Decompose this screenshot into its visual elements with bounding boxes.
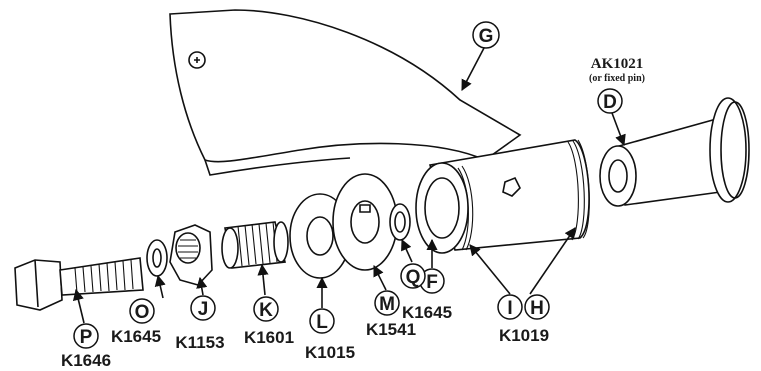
- callout-i-label: I: [507, 298, 512, 319]
- spindle-housing: [415, 139, 590, 254]
- part-note-fixed-pin: (or fixed pin): [589, 73, 645, 84]
- o-ring-q: [389, 203, 411, 241]
- callout-o-label: O: [135, 302, 150, 323]
- callout-q: Q: [400, 263, 426, 289]
- callout-l: L: [309, 308, 335, 334]
- washer-o: [146, 239, 168, 277]
- callout-g: G: [472, 21, 500, 49]
- callout-j-label: J: [198, 299, 209, 320]
- castle-nut: [169, 224, 213, 286]
- callout-o: O: [129, 298, 155, 324]
- callout-m-label: M: [379, 294, 395, 315]
- callout-d: D: [597, 88, 623, 114]
- part-number-k: K1601: [244, 328, 294, 347]
- threaded-bushing: [221, 221, 289, 269]
- callout-k-label: K: [259, 300, 273, 321]
- callout-h: H: [524, 294, 550, 320]
- callout-i: I: [497, 294, 523, 320]
- callout-k: K: [253, 296, 279, 322]
- part-number-o: K1645: [111, 327, 161, 346]
- shim-washer-m: [332, 173, 398, 271]
- part-number-p: K1646: [61, 351, 111, 370]
- steering-arm: [169, 9, 522, 176]
- callout-p: P: [73, 323, 99, 349]
- part-number-ih: K1019: [499, 326, 549, 345]
- callout-f-label: F: [426, 272, 438, 293]
- callout-l-label: L: [316, 312, 328, 333]
- part-number-m: K1541: [366, 320, 416, 339]
- part-number-ak1021: AK1021: [591, 56, 644, 72]
- callout-h-label: H: [530, 298, 544, 319]
- bolt: [14, 257, 144, 311]
- part-number-j: K1153: [175, 333, 224, 352]
- part-number-q: K1645: [402, 303, 452, 322]
- callout-p-label: P: [80, 327, 93, 348]
- callout-j: J: [190, 295, 216, 321]
- callout-g-label: G: [479, 26, 494, 47]
- callout-m: M: [374, 290, 400, 316]
- leader-lines: [72, 47, 626, 324]
- part-number-l: K1015: [305, 343, 355, 362]
- callout-q-label: Q: [406, 267, 421, 288]
- king-pin: [599, 97, 750, 207]
- callout-d-label: D: [603, 92, 617, 113]
